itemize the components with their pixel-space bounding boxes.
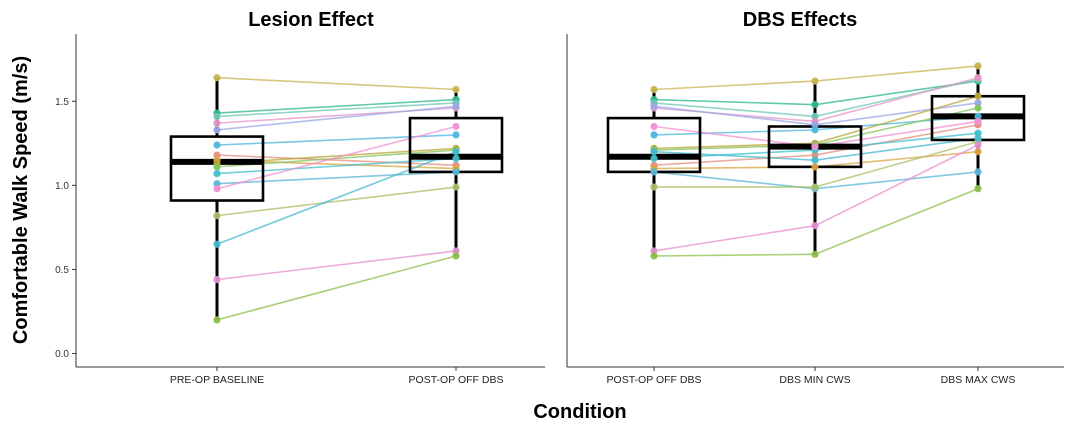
data-point [213, 275, 221, 284]
data-point [974, 117, 982, 126]
y-tick-label: 1.5 [55, 97, 69, 108]
data-point [811, 101, 819, 109]
data-point [974, 104, 982, 112]
data-point [974, 129, 982, 137]
data-point [811, 121, 819, 129]
subject-line [216, 76, 457, 91]
data-point [974, 74, 982, 82]
data-point [213, 151, 221, 159]
data-point [452, 122, 460, 131]
data-point [650, 252, 658, 260]
data-point [452, 131, 460, 139]
subject-points [650, 62, 982, 260]
data-point [650, 154, 658, 163]
data-point [452, 148, 460, 156]
x-tick-label: PRE-OP BASELINE [170, 374, 264, 386]
data-point [974, 185, 982, 193]
subject-line [216, 125, 457, 190]
data-point [650, 131, 658, 139]
data-point [213, 240, 221, 248]
data-point [213, 126, 221, 134]
data-point [811, 222, 819, 230]
subject-lines [216, 76, 457, 321]
subject-line [216, 157, 457, 175]
data-point [650, 168, 658, 176]
data-point [213, 141, 221, 149]
subject-line [216, 255, 457, 321]
x-axis-label: Condition [533, 401, 626, 423]
data-point [650, 102, 658, 110]
x-tick-label: POST-OP OFF DBS [409, 374, 504, 386]
data-point [213, 212, 221, 220]
data-point [452, 183, 460, 191]
data-point [650, 247, 658, 255]
data-point [213, 185, 221, 193]
data-point [213, 180, 221, 188]
data-point [974, 134, 982, 142]
data-point [452, 168, 460, 176]
data-point [811, 112, 819, 121]
x-tick-label: DBS MIN CWS [779, 374, 850, 386]
data-point [452, 85, 460, 94]
data-point [974, 62, 982, 70]
data-point [213, 74, 221, 82]
data-point [213, 112, 221, 121]
data-point [213, 163, 221, 171]
data-point [213, 119, 221, 127]
data-point [811, 77, 819, 85]
data-point [650, 148, 658, 156]
data-point [811, 156, 819, 164]
y-tick-label: 0.5 [55, 265, 69, 276]
subject-line [216, 186, 457, 217]
subject-line [216, 102, 457, 118]
data-point [650, 183, 658, 191]
box-iqr [169, 135, 265, 202]
subject-line [216, 98, 457, 114]
data-point [650, 85, 658, 94]
data-point [452, 252, 460, 260]
x-tick-label: DBS MAX CWS [941, 374, 1016, 386]
data-point [811, 183, 819, 191]
data-point [974, 92, 982, 100]
data-point [213, 169, 221, 178]
data-point [213, 316, 221, 324]
data-point [811, 250, 819, 258]
data-point [650, 122, 658, 131]
data-point [452, 247, 460, 255]
data-point [811, 151, 819, 159]
data-point [974, 141, 982, 149]
x-tick-label: POST-OP OFF DBS [607, 374, 702, 386]
data-point [974, 168, 982, 176]
data-point [974, 112, 982, 121]
subject-points [213, 74, 460, 324]
panel-title-lesion-effect: Lesion Effect [248, 9, 374, 31]
data-point [811, 163, 819, 171]
data-point [811, 126, 819, 134]
data-point [811, 143, 819, 151]
data-point [452, 154, 460, 163]
data-point [974, 148, 982, 156]
data-point [974, 99, 982, 107]
y-tick-label: 1.0 [55, 181, 69, 192]
subject-line [216, 250, 457, 281]
subject-line [216, 105, 457, 131]
y-tick-label: 0.0 [55, 349, 69, 360]
data-point [452, 102, 460, 110]
panel-1: POST-OP OFF DBS DBS MIN CWS DBS MAX CWS [566, 34, 1064, 386]
panel-title-dbs-effects: DBS Effects [743, 9, 857, 31]
subject-line [216, 171, 457, 185]
subject-line [216, 154, 457, 166]
subject-line [216, 150, 457, 245]
y-axis-label: Comfortable Walk Speed (m/s) [10, 56, 32, 344]
